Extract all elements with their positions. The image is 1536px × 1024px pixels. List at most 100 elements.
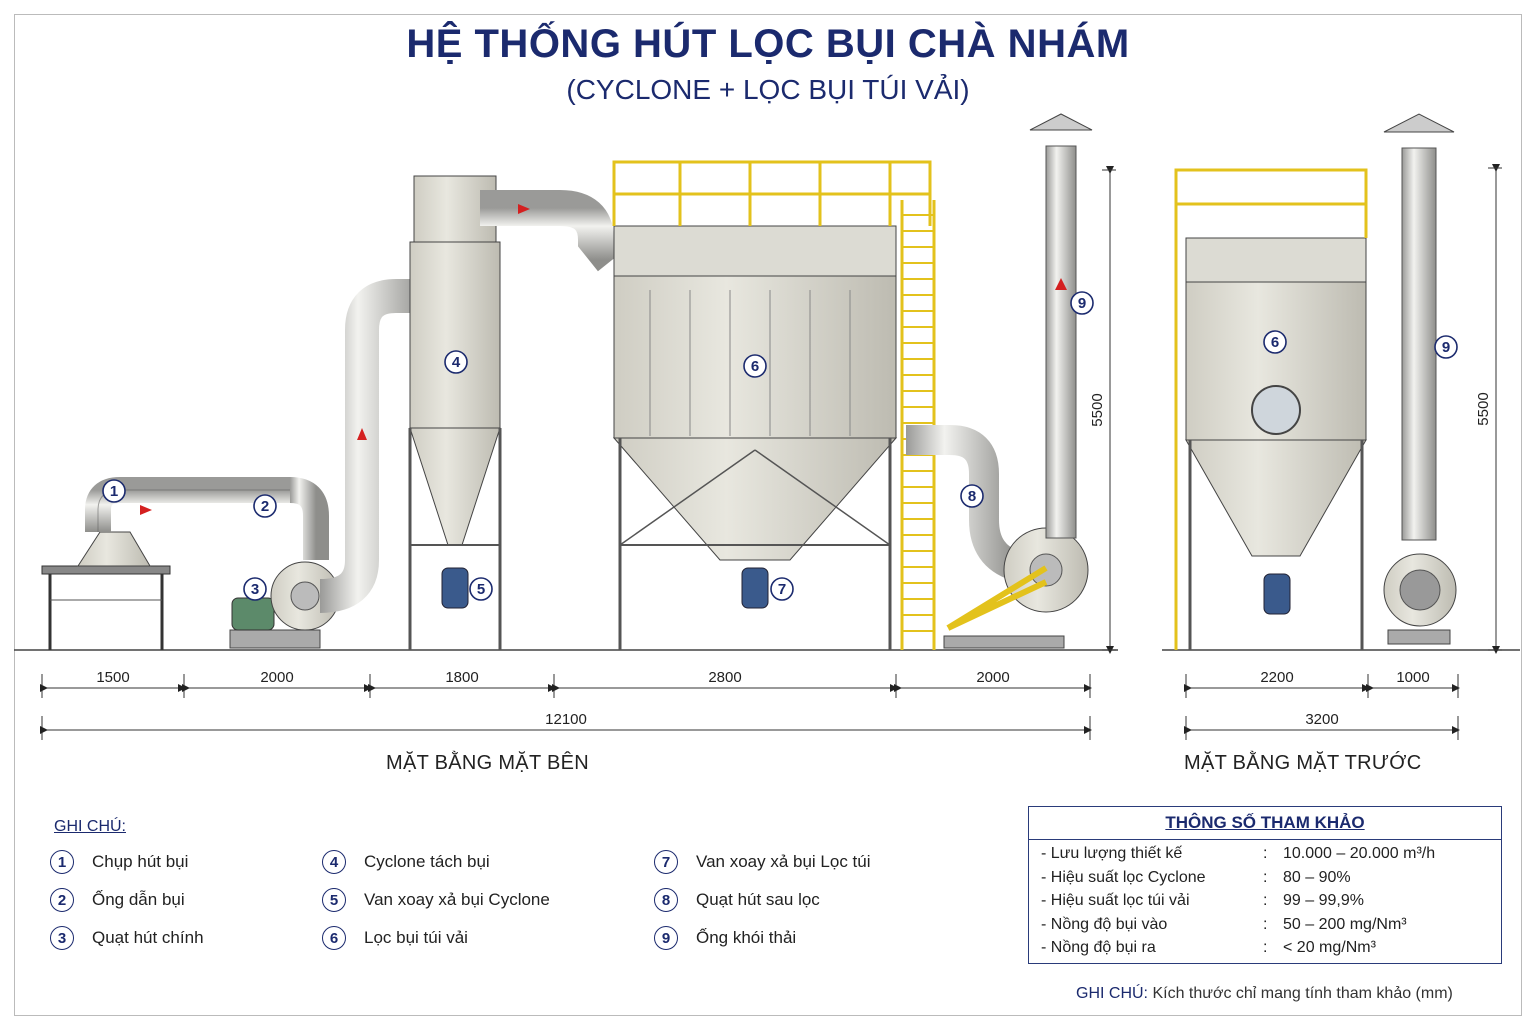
spec-key: - Nồng độ bụi vào [1041,915,1168,933]
legend-item-7: 7 Van xoay xả bụi Lọc túi [654,850,871,874]
legend-label: Chụp hút bụi [92,852,189,871]
riser-duct [319,279,428,613]
side-dimensions: 1500 2000 1800 2800 2000 12100 5500 [40,166,1116,740]
spec-colon: : [1263,845,1268,862]
main-fan [229,561,340,649]
legend-item-9: 9 Ống khói thải [654,926,796,950]
svg-text:5: 5 [477,581,485,598]
dim-label: 2800 [708,669,741,686]
spec-row: - Hiệu suất lọc Cyclone:80 – 90% [1041,869,1351,887]
legend-label: Van xoay xả bụi Lọc túi [696,852,871,871]
legend-label: Quạt hút chính [92,928,204,947]
callout-3: 3 [243,577,267,601]
height-label: 5500 [1089,393,1106,426]
legend-number: 1 [50,850,74,874]
spec-box: THÔNG SỐ THAM KHẢO - Lưu lượng thiết kế:… [1028,806,1502,964]
svg-text:4: 4 [452,354,461,371]
legend-number: 4 [322,850,346,874]
front-callout-9: 9 [1434,335,1458,359]
dim-label: 2000 [976,669,1009,686]
legend-label: Ống khói thải [696,928,797,947]
callout-badges: 1 2 3 4 5 6 7 8 9 6 9 [102,291,1458,601]
spec-colon: : [1263,915,1268,933]
svg-text:9: 9 [1442,339,1450,356]
dim-label: 1000 [1396,669,1429,686]
spec-key: - Hiệu suất lọc túi vải [1041,892,1190,909]
legend-number: 9 [654,926,678,950]
spec-colon: : [1263,892,1268,909]
legend-item-2: 2 Ống dẫn bụi [50,888,185,912]
spec-key: - Hiệu suất lọc Cyclone [1041,868,1206,886]
callout-1: 1 [102,479,126,503]
legend-item-4: 4 Cyclone tách bụi [322,850,490,874]
spec-value: 10.000 – 20.000 m³/h [1283,845,1436,862]
page-subtitle: (CYCLONE + LỌC BỤI TÚI VẢI) [566,74,970,105]
legend-number: 8 [654,888,678,912]
dim-label: 2200 [1260,669,1293,686]
legend-number: 6 [322,926,346,950]
front-view-label: MẶT BẰNG MẶT TRƯỚC [1184,752,1422,774]
legend-item-3: 3 Quạt hút chính [50,926,204,950]
spec-row: - Nồng độ bụi ra: < 20 mg/Nm³ [1041,939,1376,957]
legend-label: Quạt hút sau lọc [696,890,820,909]
dust-hood-table [41,531,171,650]
legend-number: 3 [50,926,74,950]
stack-front [1383,113,1457,645]
spec-key: - Nồng độ bụi ra [1041,939,1156,956]
dim-label: 3200 [1305,711,1338,728]
drawing-frame [14,14,1522,1016]
spec-title: THÔNG SỐ THAM KHẢO [1165,813,1365,832]
outlet-duct [480,190,627,272]
spec-row: - Nồng độ bụi vào:50 – 200 mg/Nm³ [1041,916,1407,934]
bottom-note: GHI CHÚ: Kích thước chỉ mang tính tham k… [1076,985,1453,1003]
height-label: 5500 [1475,392,1492,425]
legend-title: GHI CHÚ: [54,818,126,835]
callout-2: 2 [253,494,277,518]
spec-colon: : [1263,868,1268,886]
svg-text:6: 6 [1271,334,1279,351]
dim-label: 1500 [96,669,129,686]
dim-label: 2000 [260,669,293,686]
bag-filter-front [1185,237,1367,650]
dim-label: 1800 [445,669,478,686]
spec-value: 99 – 99,9% [1283,892,1364,909]
callout-5: 5 [469,577,493,601]
svg-text:8: 8 [968,488,976,505]
legend-label: Van xoay xả bụi Cyclone [364,890,550,909]
spec-value: < 20 mg/Nm³ [1283,939,1376,956]
spec-row: - Lưu lượng thiết kế:10.000 – 20.000 m³/… [1041,845,1435,863]
cyclone [408,175,502,650]
after-fan-duct [906,425,1022,581]
spec-colon: : [1263,939,1268,956]
legend-label: Ống dẫn bụi [92,890,185,909]
svg-text:1: 1 [110,483,118,500]
legend-number: 7 [654,850,678,874]
spec-key: - Lưu lượng thiết kế [1041,845,1183,862]
exhaust-stack [1029,113,1093,539]
svg-text:9: 9 [1078,295,1086,312]
callout-8: 8 [960,484,984,508]
legend-item-1: 1 Chụp hút bụi [50,850,188,874]
svg-text:7: 7 [778,581,786,598]
side-view-label: MẶT BẰNG MẶT BÊN [386,752,589,774]
callout-7: 7 [770,577,794,601]
legend-label: Cyclone tách bụi [364,852,490,871]
after-filter-fan [943,527,1089,649]
legend-item-8: 8 Quạt hút sau lọc [654,888,820,912]
legend-number: 2 [50,888,74,912]
svg-text:3: 3 [251,581,259,598]
note-text: Kích thước chỉ mang tính tham khảo (mm) [1148,985,1453,1002]
front-dimensions: 2200 1000 3200 5500 [1184,164,1502,740]
front-callout-6: 6 [1263,330,1287,354]
spec-row: - Hiệu suất lọc túi vải:99 – 99,9% [1041,892,1364,910]
note-prefix: GHI CHÚ: [1076,985,1148,1002]
dim-label: 12100 [545,711,587,728]
bag-filter [612,225,898,650]
svg-text:6: 6 [751,358,759,375]
callout-9: 9 [1070,291,1094,315]
spec-divider [1029,839,1501,840]
callout-4: 4 [444,350,468,374]
